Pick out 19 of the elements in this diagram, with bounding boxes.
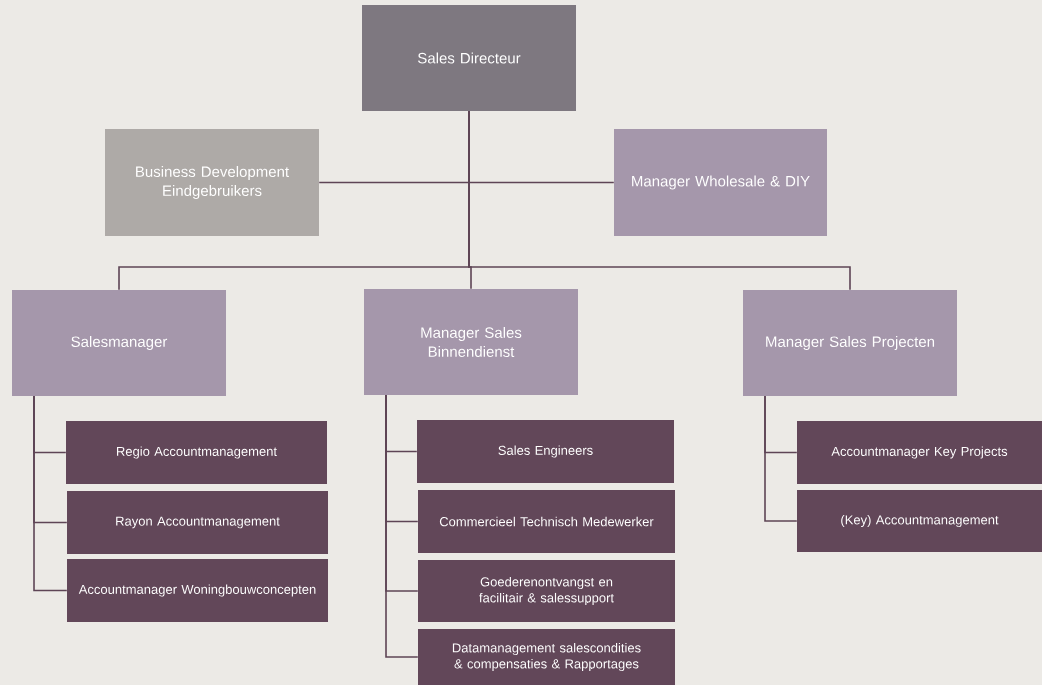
role-box: Goederenontvangst en facilitair & salessupport	[418, 560, 675, 622]
role-box: Sales Engineers	[417, 420, 674, 483]
role-box: (Key) Accountmanagement	[797, 490, 1042, 552]
role-box: Rayon Accountmanagement	[67, 491, 328, 554]
manager-box: Manager Sales Binnendienst	[364, 289, 578, 395]
connector-line	[33, 395, 68, 592]
role-box: Commercieel Technisch Medewerker	[418, 490, 675, 553]
role-box: Accountmanager Woningbouwconcepten	[67, 559, 328, 622]
connector-line	[764, 395, 798, 522]
role-box: Datamanagement salescondities & compensaties & Rapportages	[418, 629, 675, 685]
connector-line	[385, 394, 419, 658]
manager-box: Salesmanager	[12, 290, 226, 396]
connector-line	[468, 110, 851, 291]
role-box: Regio Accountmanagement	[66, 421, 327, 484]
director-box: Sales Directeur	[362, 5, 576, 111]
staff-box: Manager Wholesale & DIY	[614, 129, 827, 236]
staff-box: Business Development Eindgebruikers	[105, 129, 319, 236]
manager-box: Manager Sales Projecten	[743, 290, 957, 396]
role-box: Accountmanager Key Projects	[797, 421, 1042, 484]
